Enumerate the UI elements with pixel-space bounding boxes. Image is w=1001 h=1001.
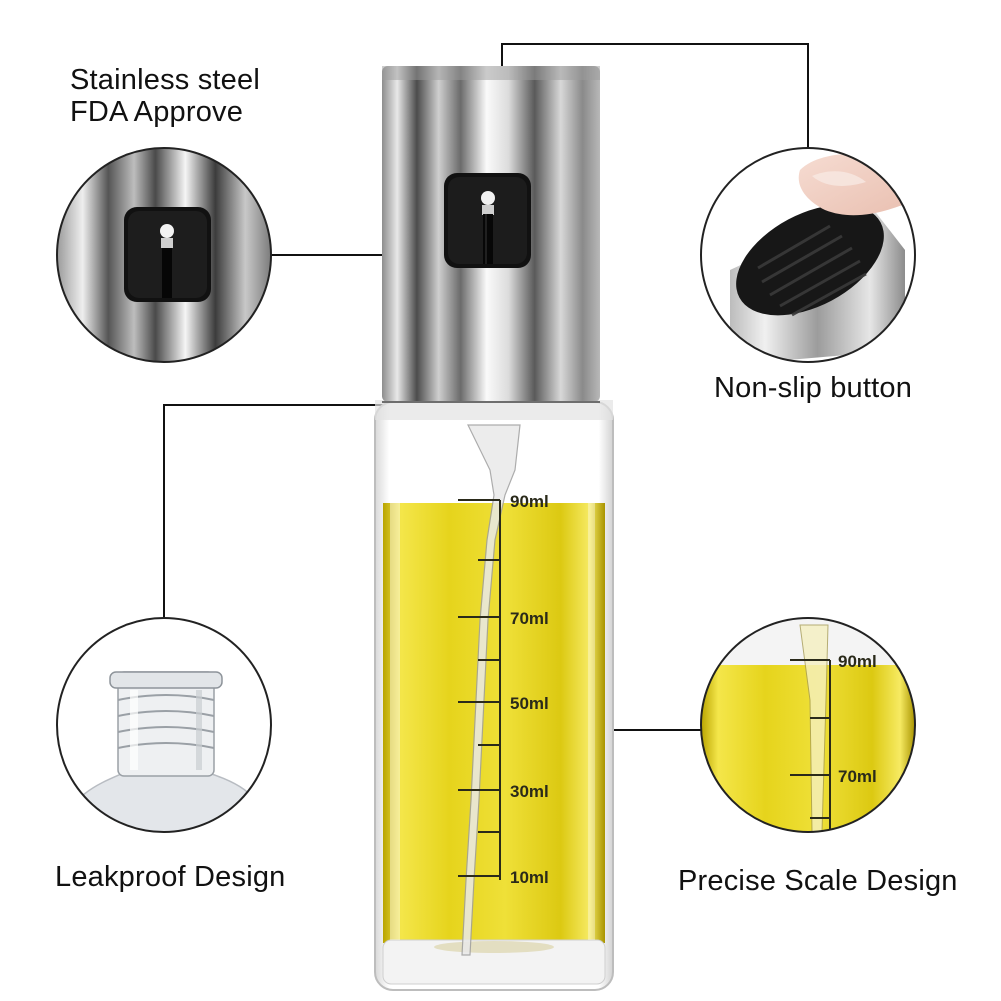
label-precise-scale-design: Precise Scale Design bbox=[678, 865, 958, 897]
scale-mark-70: 70ml bbox=[510, 609, 549, 628]
bottle: 90ml 70ml 50ml 30ml 10ml bbox=[374, 66, 614, 991]
zoom-nonslip-button bbox=[700, 147, 916, 363]
scale-mark-10: 10ml bbox=[510, 868, 549, 887]
label-stainless-line2: FDA Approve bbox=[70, 96, 244, 129]
scale-mark-30: 30ml bbox=[510, 782, 549, 801]
scale-mark-90: 90ml bbox=[510, 492, 549, 511]
zoom-leakproof bbox=[56, 617, 272, 833]
label-nonslip-button: Non-slip button bbox=[714, 372, 913, 404]
zoom-button-top bbox=[736, 204, 884, 316]
zoom-scale-mark-90: 90ml bbox=[838, 652, 877, 671]
measurement-scale bbox=[458, 499, 501, 880]
zoom-leak-ring bbox=[56, 617, 272, 833]
zoom-scale-mark-70: 70ml bbox=[838, 767, 877, 786]
zoom-precise-scale: 90ml 70ml bbox=[700, 617, 916, 833]
nozzle-hole bbox=[481, 191, 495, 205]
zoom-button-ring bbox=[700, 147, 916, 363]
oil-fill bbox=[383, 503, 605, 943]
connector-button bbox=[501, 43, 809, 148]
zoom-scale-ring bbox=[700, 617, 916, 833]
zoom-stainless-steel bbox=[56, 147, 272, 363]
connector-leak bbox=[163, 404, 383, 618]
zoom-steel-ring bbox=[56, 147, 272, 363]
scale-mark-50: 50ml bbox=[510, 694, 549, 713]
connector-lines bbox=[163, 43, 809, 731]
label-stainless-steel: Stainless steel FDA Approve bbox=[70, 64, 260, 129]
label-stainless-line1: Stainless steel bbox=[70, 64, 260, 96]
label-leakproof-design: Leakproof Design bbox=[55, 861, 286, 893]
glass-base bbox=[382, 939, 606, 985]
dip-tube bbox=[461, 424, 521, 956]
